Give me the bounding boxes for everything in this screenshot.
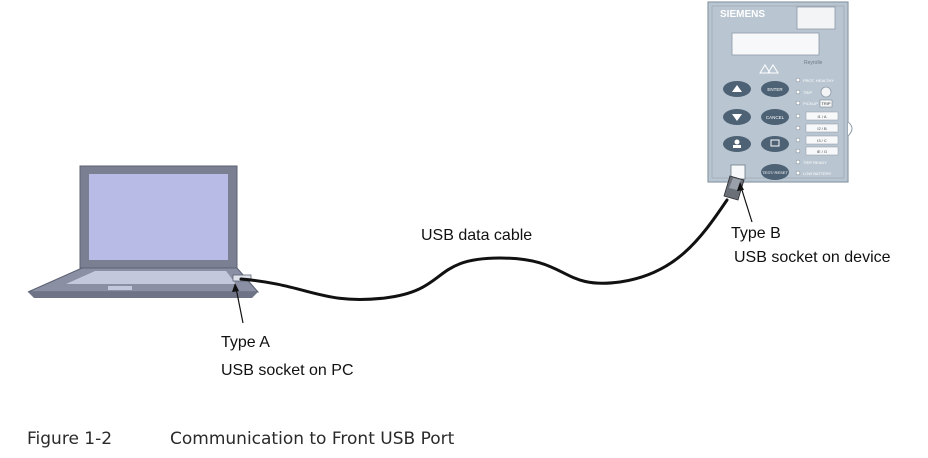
down-arrow-icon (732, 114, 742, 121)
slot (805, 123, 839, 133)
led (795, 100, 801, 106)
side-tab (847, 121, 853, 137)
device-socket-label: USB socket on device (734, 249, 891, 266)
enter-button[interactable]: ENTER (761, 81, 789, 97)
led (795, 89, 801, 95)
led-indicators: PROT. HEALTHY TRIP PICKUP TRIP I1 / A I2… (795, 77, 839, 176)
laptop-screen (89, 174, 228, 260)
indicator-label: PROT. HEALTHY (803, 78, 834, 83)
indicator-label: TRIP READY (803, 160, 827, 165)
arrow-type-b (737, 182, 753, 223)
led (795, 170, 801, 176)
led (795, 125, 801, 131)
down-button[interactable] (723, 109, 751, 125)
test-reset-button[interactable]: TEST/ RESET (761, 164, 789, 180)
trip-tag-label: TRIP (821, 101, 830, 106)
user-icon (734, 139, 740, 145)
device-panel: SIEMENS Reyrolle (707, 1, 853, 183)
laptop-touchpad (108, 286, 132, 290)
device-display (731, 32, 820, 56)
indicator-label: TRIP (803, 90, 812, 95)
slot (805, 135, 839, 145)
led (795, 148, 801, 154)
slot (805, 146, 839, 156)
laptop-keyboard (66, 271, 236, 284)
type-a-label: Type A (221, 334, 270, 351)
pc-socket-label: USB socket on PC (221, 362, 354, 379)
slot-label: I1 / A (817, 114, 826, 119)
led (795, 77, 801, 83)
led (795, 137, 801, 143)
device-brand: SIEMENS (720, 9, 765, 20)
test-reset-button-label: TEST/ RESET (762, 170, 788, 175)
figure-number: Figure 1-2 (27, 429, 113, 449)
cancel-button-label: CANCEL (766, 115, 785, 120)
user-button[interactable] (723, 136, 751, 152)
device-model: Reyrolle (804, 60, 823, 66)
cancel-button[interactable]: CANCEL (761, 109, 789, 125)
slot-label: I2 / B (817, 126, 827, 131)
arrow-type-a (232, 283, 244, 324)
indicator-knob (820, 86, 832, 98)
slot-label: I3 / C (817, 138, 827, 143)
slot (805, 111, 839, 121)
up-arrow-icon (732, 85, 742, 92)
slot-label: IE / G (817, 149, 827, 154)
type-b-label: Type B (731, 225, 781, 242)
display-button[interactable] (761, 136, 789, 152)
usb-cable (239, 198, 729, 301)
warning-icon (759, 64, 771, 74)
laptop-front (28, 292, 258, 298)
led (795, 159, 801, 165)
cable-label: USB data cable (421, 227, 533, 244)
warning-icon (767, 64, 779, 74)
up-button[interactable] (723, 81, 751, 97)
enter-button-label: ENTER (767, 87, 783, 92)
figure-title: Communication to Front USB Port (170, 429, 455, 449)
led (795, 113, 801, 119)
indicator-label: LOW BATTERY (803, 171, 832, 176)
trip-tag (819, 99, 833, 108)
usb-type-b-plug (723, 175, 745, 201)
monitor-icon (770, 139, 780, 147)
indicator-label: PICKUP (803, 101, 818, 106)
laptop (27, 165, 260, 298)
device-top-window (796, 6, 836, 30)
